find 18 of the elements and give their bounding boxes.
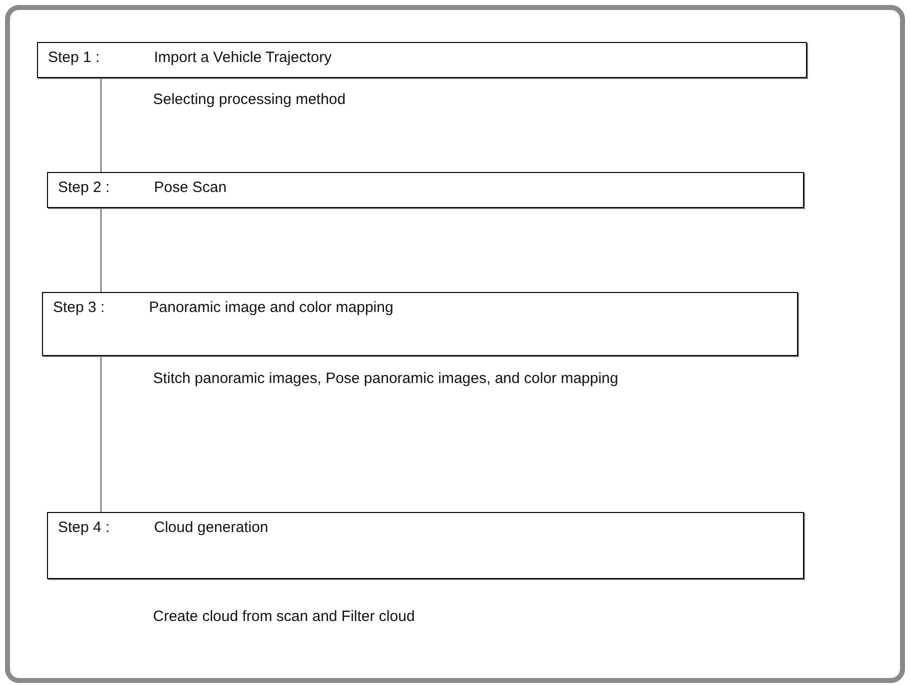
step-title: Cloud generation xyxy=(154,519,268,537)
step-title: Pose Scan xyxy=(154,179,227,197)
connector-line xyxy=(100,208,102,292)
step-number: Step 4 : xyxy=(58,519,110,537)
step-number: Step 1 : xyxy=(48,49,100,67)
connector-line xyxy=(100,356,102,512)
step-box xyxy=(47,172,804,208)
step-box xyxy=(42,292,798,356)
connector-line xyxy=(100,78,102,172)
step-description: Selecting processing method xyxy=(153,90,347,110)
step-box xyxy=(47,512,804,579)
step-title: Import a Vehicle Trajectory xyxy=(154,49,332,67)
step-number: Step 3 : xyxy=(53,299,105,317)
step-description: Create cloud from scan and Filter cloud xyxy=(153,607,416,627)
step-description: Stitch panoramic images, Pose panoramic images, and color mapping xyxy=(153,369,620,389)
step-title: Panoramic image and color mapping xyxy=(149,299,394,317)
step-box xyxy=(37,42,807,78)
step-number: Step 2 : xyxy=(58,179,110,197)
